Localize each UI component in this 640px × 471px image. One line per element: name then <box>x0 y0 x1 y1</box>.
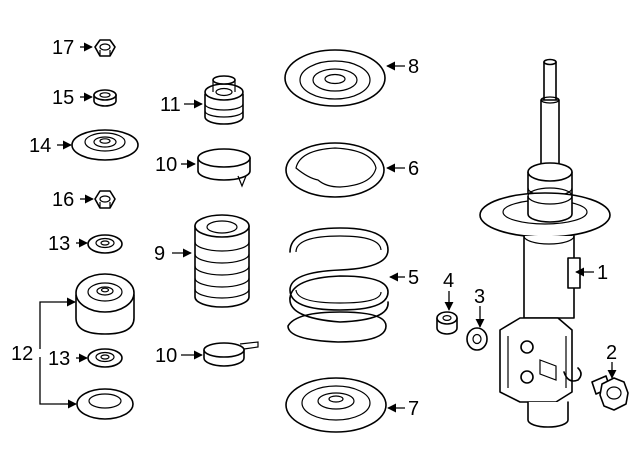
callout-13-upper: 13 <box>48 233 70 255</box>
part-9-boot <box>194 214 250 308</box>
part-17-nut <box>94 39 116 57</box>
part-13-washer-upper <box>87 234 123 254</box>
callout-2: 2 <box>606 342 617 364</box>
part-2-bolt <box>591 375 629 411</box>
callout-5: 5 <box>408 267 419 289</box>
callout-1: 1 <box>597 262 608 284</box>
callout-17: 17 <box>52 37 74 59</box>
callout-6: 6 <box>408 158 419 180</box>
callout-15: 15 <box>52 87 74 109</box>
part-6-insulator <box>285 142 385 198</box>
callout-10-lower: 10 <box>155 345 177 367</box>
part-10-clip-lower <box>203 341 259 367</box>
callout-3: 3 <box>474 286 485 308</box>
part-8-upper-seat <box>284 49 386 107</box>
part-4-nut <box>436 311 458 335</box>
part-12-mount <box>75 273 135 335</box>
part-1-strut-assembly <box>479 58 611 428</box>
callout-13-lower: 13 <box>48 348 70 370</box>
callout-12: 12 <box>11 343 33 365</box>
callout-11: 11 <box>160 94 181 116</box>
callout-10-upper: 10 <box>155 154 177 176</box>
callout-14: 14 <box>29 135 51 157</box>
part-3-washer <box>466 327 488 351</box>
part-15-bushing <box>93 89 117 107</box>
part-13-washer-lower <box>87 348 123 368</box>
part-16-nut <box>94 190 116 209</box>
callout-8: 8 <box>408 56 419 78</box>
part-11-bumper <box>204 75 244 125</box>
part-5-coil-spring <box>287 227 389 343</box>
callout-9: 9 <box>154 243 165 265</box>
part-7-lower-seat <box>285 377 387 433</box>
callout-16: 16 <box>52 189 74 211</box>
callout-7: 7 <box>408 398 419 420</box>
part-12-lower-washer <box>76 388 134 420</box>
leader-lines <box>39 42 617 413</box>
part-14-washer <box>71 129 139 161</box>
callout-4: 4 <box>443 270 454 292</box>
part-10-clip-upper <box>197 148 251 188</box>
